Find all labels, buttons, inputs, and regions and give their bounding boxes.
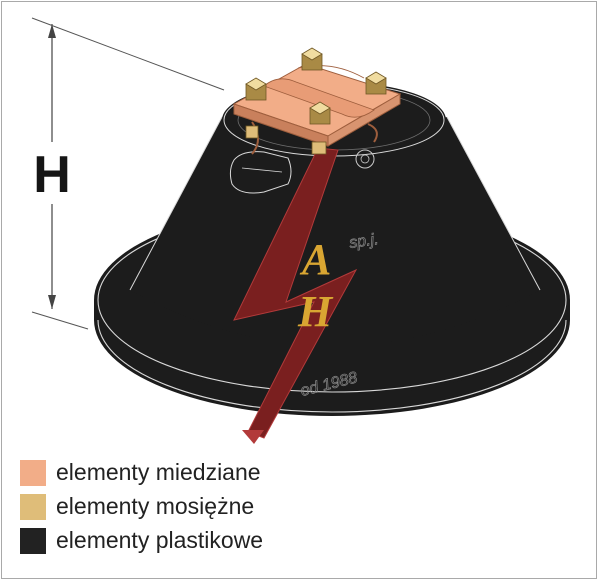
cone-edge-right bbox=[446, 116, 541, 291]
lightning-arrowhead bbox=[242, 430, 264, 444]
dimension-label: H bbox=[33, 146, 71, 204]
mark-sp-j: sp.j. bbox=[348, 231, 379, 252]
dimension-arrow-bottom bbox=[48, 295, 56, 309]
dimension-extension-bottom bbox=[31, 311, 89, 330]
dimension-extension-top bbox=[31, 17, 225, 91]
clamp-leg-right bbox=[367, 123, 378, 143]
legend-label-plastic: elementy plastikowe bbox=[56, 527, 264, 553]
bolt-bottom-left bbox=[245, 125, 259, 139]
dimension-arrow-top bbox=[48, 24, 56, 38]
side-slot-groove bbox=[241, 167, 283, 173]
legend-swatch-copper bbox=[20, 460, 46, 486]
lightning-symbol bbox=[233, 147, 358, 444]
cone-edge-left bbox=[129, 116, 223, 291]
lightning-bolt bbox=[233, 147, 358, 439]
legend-label-copper: elementy miedziane bbox=[56, 459, 261, 485]
bolt-bottom-front bbox=[311, 141, 327, 155]
logo-letter-1: A bbox=[299, 235, 331, 284]
clamp-plate-side bbox=[327, 93, 401, 147]
base-disc-lower-outline bbox=[97, 319, 567, 413]
bolt-right bbox=[365, 71, 387, 95]
brass-bolts bbox=[245, 47, 387, 155]
clamp-leg-left bbox=[251, 121, 259, 155]
bolt-front bbox=[309, 101, 331, 125]
fixing-ring bbox=[355, 149, 375, 169]
bolt-left bbox=[245, 77, 267, 101]
height-dimension: H bbox=[30, 17, 225, 330]
bolt-back-left bbox=[301, 47, 323, 71]
legend-label-brass: elementy mosiężne bbox=[56, 493, 255, 519]
logo-letter-2: H bbox=[297, 287, 334, 336]
clamp-saddle bbox=[263, 78, 375, 118]
fixing-ring-inner bbox=[360, 154, 370, 164]
company-logo: A H bbox=[297, 235, 334, 336]
copper-clamp bbox=[232, 63, 402, 155]
dimension-label-background bbox=[30, 142, 74, 204]
legend-swatch-brass bbox=[20, 494, 46, 520]
earthing-base-diagram: H bbox=[30, 17, 570, 444]
legend-swatch-plastic bbox=[20, 528, 46, 554]
